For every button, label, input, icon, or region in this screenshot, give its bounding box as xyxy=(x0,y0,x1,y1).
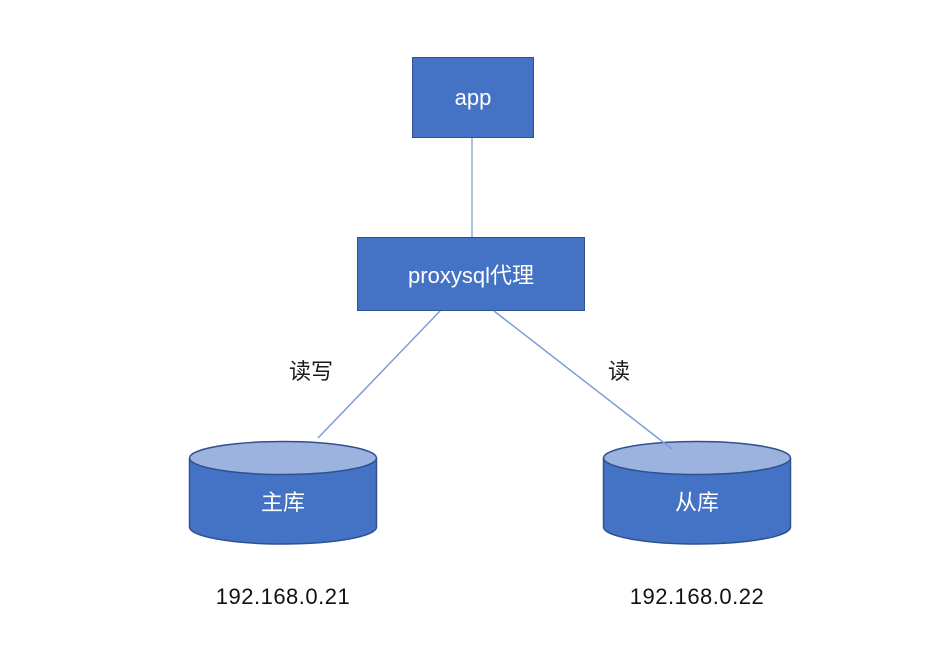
cylinder-body xyxy=(602,458,792,545)
replica-db-label: 从库 xyxy=(674,490,719,515)
app-node: app xyxy=(412,57,534,138)
primary-ip-label: 192.168.0.21 xyxy=(215,584,351,609)
edge-proxy-primary xyxy=(317,310,441,439)
edge-label-read: 读 xyxy=(608,359,631,384)
cylinder-body xyxy=(188,458,378,545)
primary-db-cylinder: 主库 xyxy=(188,440,378,546)
database-cylinder-icon xyxy=(188,440,378,545)
proxy-node-label: proxysql代理 xyxy=(408,263,534,288)
app-node-label: app xyxy=(454,84,492,110)
cylinder-top xyxy=(602,440,792,476)
edge-proxy-replica xyxy=(493,310,673,450)
replica-ip-label: 192.168.0.22 xyxy=(629,584,765,609)
replica-db-cylinder: 从库 xyxy=(602,440,792,546)
primary-db-label: 主库 xyxy=(260,490,305,515)
database-cylinder-icon xyxy=(602,440,792,545)
cylinder-top xyxy=(188,440,378,476)
edge-label-read-write: 读写 xyxy=(289,359,334,384)
proxy-node: proxysql代理 xyxy=(357,237,585,311)
